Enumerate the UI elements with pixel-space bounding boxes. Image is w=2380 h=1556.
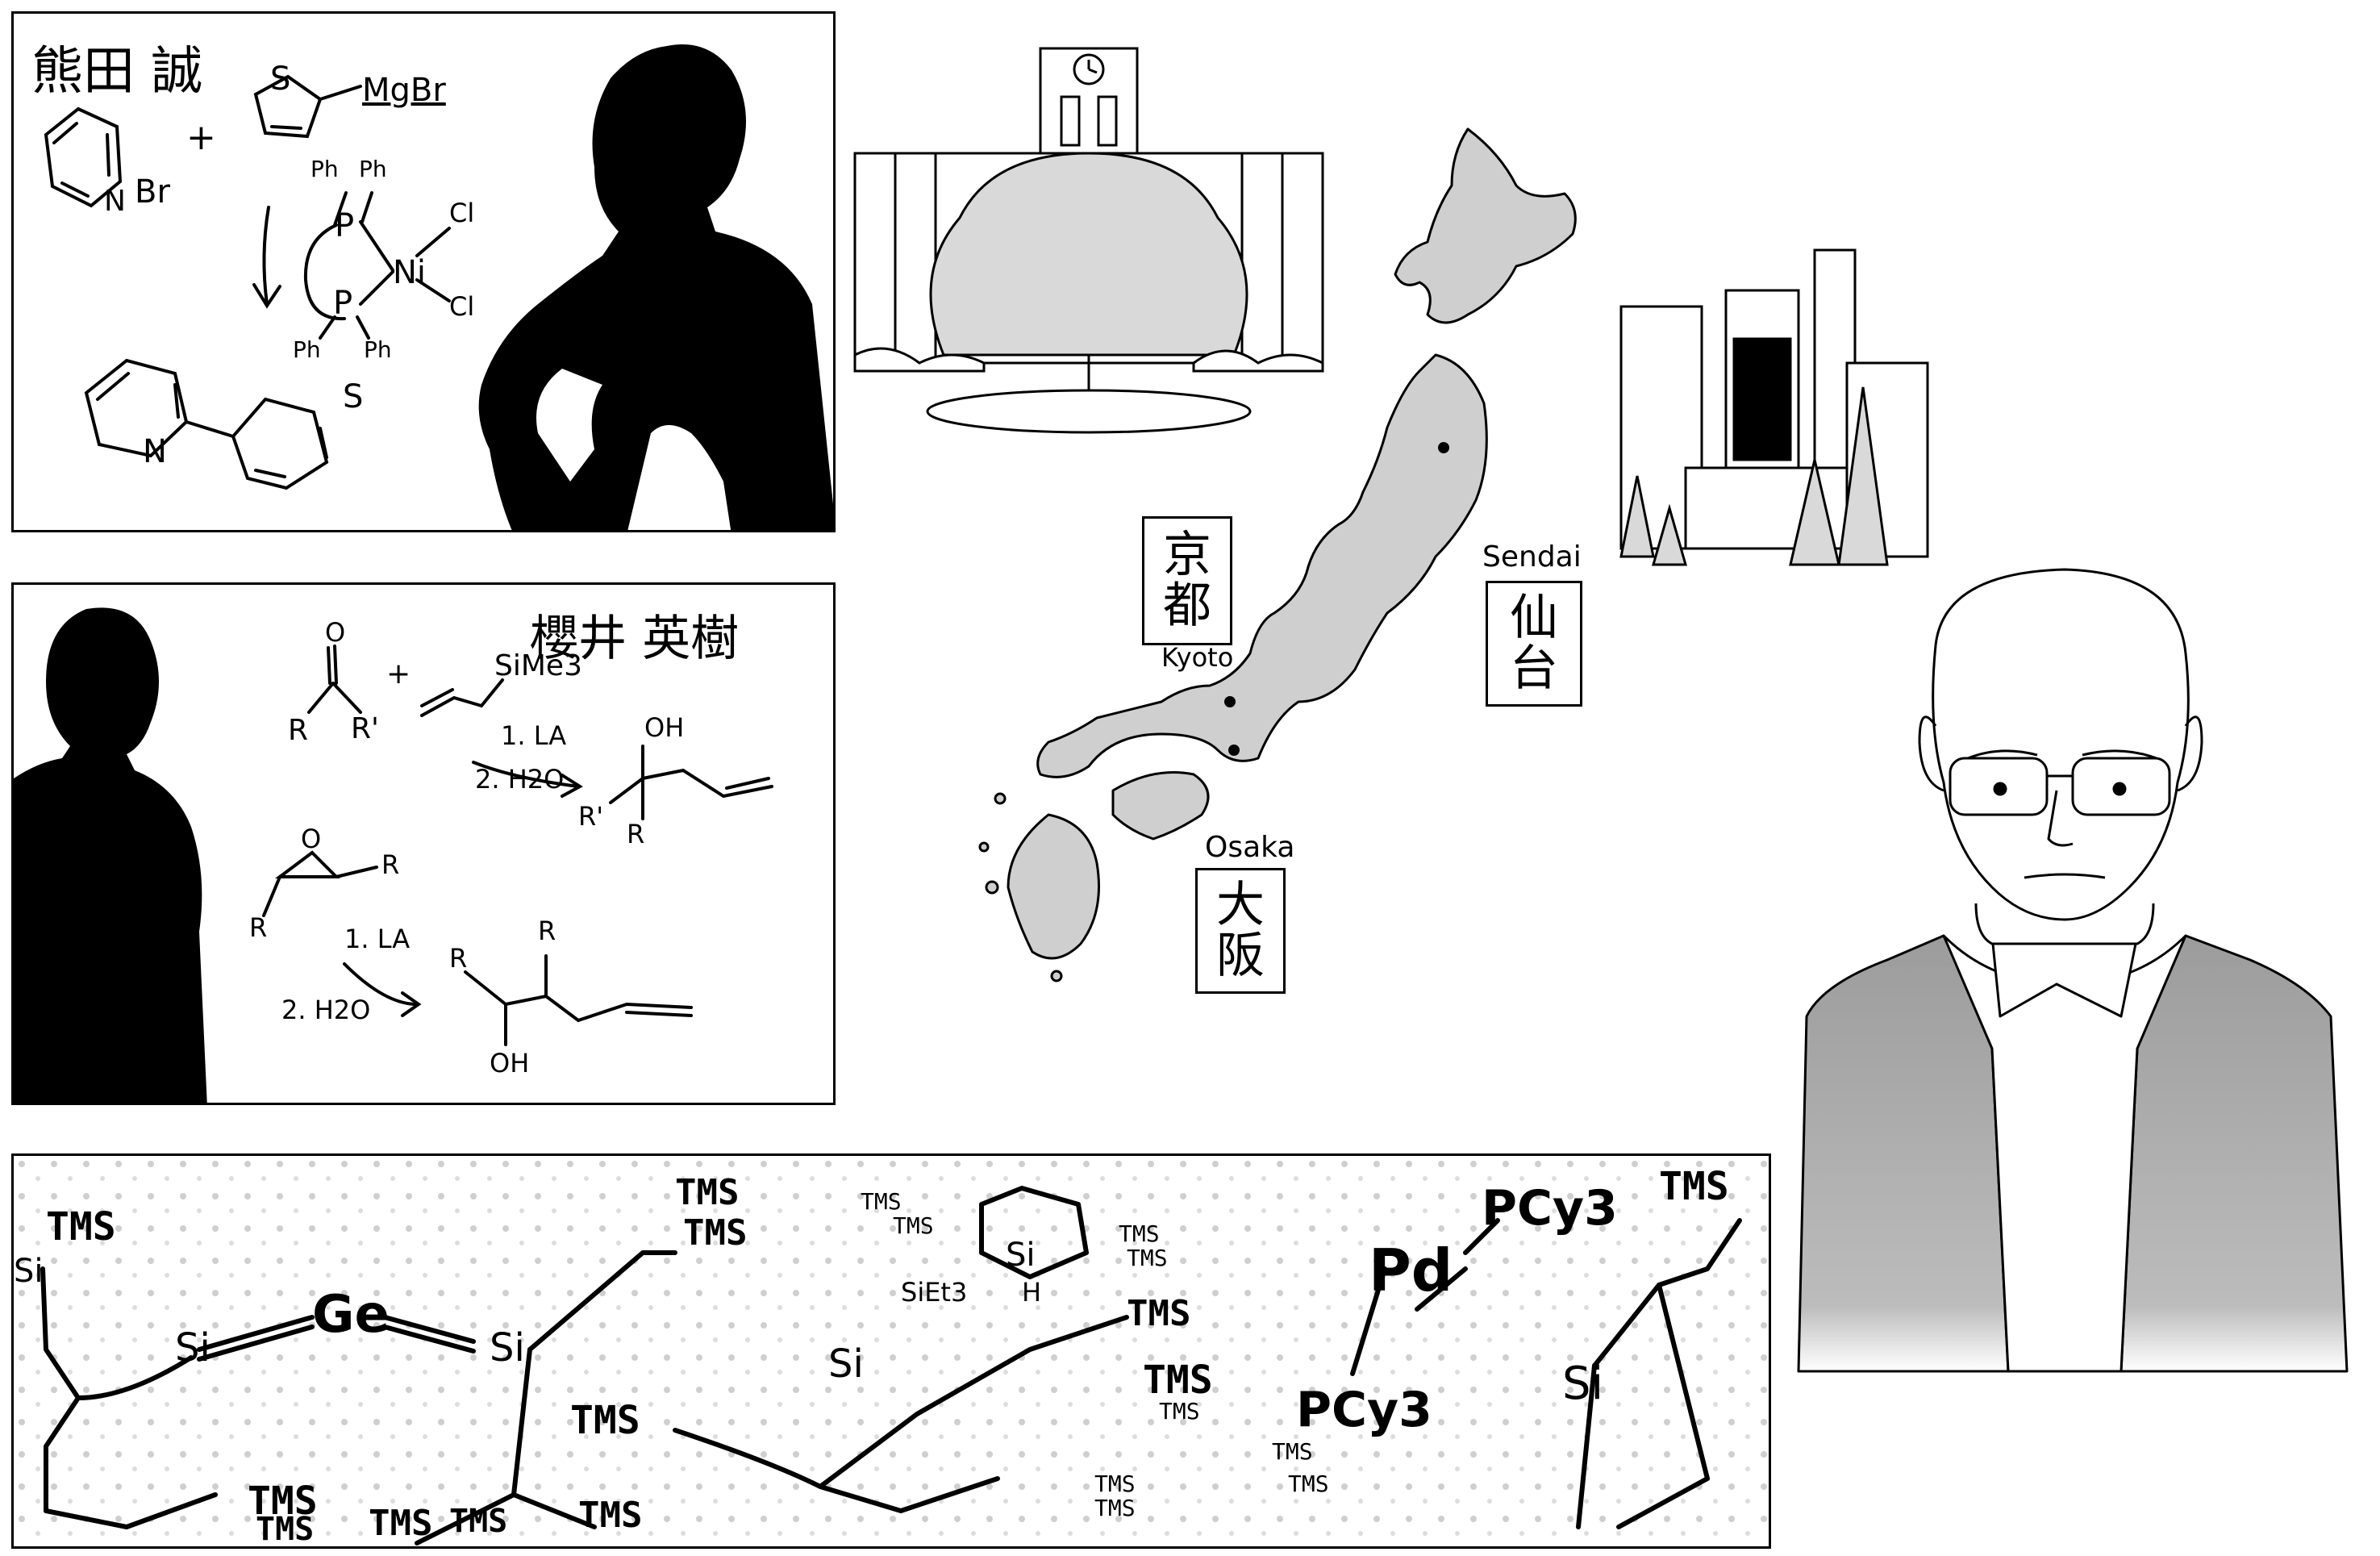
silicon-label: Si	[14, 1253, 44, 1290]
silicon-label: Si	[1006, 1237, 1036, 1274]
tms-label: TMS	[1094, 1495, 1136, 1521]
pyridine-br-label: Br	[135, 173, 170, 211]
product-r-prime-label: R'	[578, 801, 604, 832]
product-r-label: R	[627, 819, 645, 849]
pcy3-label: PCy3	[1482, 1180, 1618, 1237]
product2-r-label: R	[538, 916, 556, 946]
phenyl-label: Ph	[311, 156, 339, 182]
kyoto-kanji: 京	[1163, 527, 1211, 583]
plus-sign: +	[186, 117, 216, 158]
tms-label: TMS	[1127, 1245, 1168, 1271]
plus-sign: +	[386, 657, 411, 690]
tohoku-university-building-illustration	[1619, 248, 1929, 566]
sendai-roman-label: Sendai	[1482, 540, 1582, 574]
lewis-acid-step: 1. LA	[344, 924, 411, 954]
tms-label: TMS	[256, 1511, 315, 1548]
tms-label: TMS	[46, 1204, 116, 1249]
chloride-label: Cl	[449, 291, 475, 322]
epoxide-o-label: O	[301, 824, 322, 854]
chloride-label: Cl	[449, 198, 475, 228]
epoxide-r-label: R	[249, 912, 268, 943]
tms-label: TMS	[1094, 1470, 1136, 1497]
tms-label: TMS	[369, 1503, 433, 1544]
epoxide-r-label: R	[381, 849, 400, 880]
tms-label: TMS	[893, 1212, 934, 1239]
tms-label: TMS	[1272, 1438, 1313, 1465]
silicon-label: Si	[828, 1341, 864, 1387]
tms-label: TMS	[1119, 1220, 1160, 1247]
tms-label: TMS	[861, 1188, 902, 1215]
phenyl-label: Ph	[293, 336, 321, 363]
tms-label: TMS	[248, 1479, 318, 1524]
thiophene-s-label: S	[270, 60, 291, 98]
tms-label: TMS	[1127, 1293, 1191, 1334]
bromopyridine-structure	[44, 74, 451, 490]
hydrogen-label: H	[1022, 1277, 1042, 1308]
sendai-kanji: 仙	[1510, 590, 1558, 646]
osaka-kanji: 阪	[1216, 928, 1265, 984]
pyridine-n-label: N	[104, 185, 126, 218]
phosphorus-label: P	[333, 285, 353, 322]
kyoto-label: 京 都	[1142, 516, 1232, 645]
product2-r-label: R	[449, 943, 468, 974]
water-step: 2. H2O	[281, 995, 371, 1025]
tms-label: TMS	[578, 1495, 643, 1536]
panel-silicon-chemistry: TMS TMS TMS TMS TMS TMS TMS TMS TMS TMS …	[11, 1153, 1771, 1549]
osaka-kanji: 大	[1216, 877, 1265, 933]
silane-label: SiMe3	[494, 649, 582, 682]
pcy3-label: PCy3	[1296, 1382, 1432, 1438]
tms-label: TMS	[1288, 1470, 1329, 1497]
screentone-background	[14, 1156, 1769, 1546]
osaka-label: 大 阪	[1195, 868, 1286, 994]
tms-label: TMS	[683, 1212, 748, 1254]
silicon-structures	[40, 1186, 1742, 1546]
silicon-label: Si	[490, 1325, 525, 1370]
phosphorus-label: P	[335, 207, 355, 244]
product-oh-label: OH	[644, 712, 685, 743]
sakurai-reaction-scheme	[262, 645, 773, 1046]
silicon-label: Si	[1562, 1358, 1604, 1410]
palladium-label: Pd	[1369, 1237, 1453, 1304]
japan-map	[978, 127, 1577, 982]
sendai-kanji: 台	[1510, 640, 1558, 697]
carbonyl-r-label: R	[288, 714, 309, 747]
sendai-label: 仙 台	[1486, 581, 1582, 707]
product-n-label: N	[143, 433, 167, 470]
tms-label: TMS	[1143, 1358, 1213, 1403]
water-step: 2. H2O	[475, 764, 565, 795]
kyoto-roman-label: Kyoto	[1161, 642, 1234, 673]
kyoto-kanji: 都	[1163, 578, 1211, 634]
silhouette-figure	[14, 607, 207, 1103]
carbonyl-r-prime-label: R'	[351, 712, 379, 745]
osaka-roman-label: Osaka	[1205, 831, 1295, 864]
silicon-label: Si	[175, 1325, 210, 1370]
triethylsilyl-label: SiEt3	[901, 1277, 968, 1308]
phenyl-label: Ph	[359, 156, 387, 182]
sakurai-name: 櫻井 英樹	[530, 611, 740, 667]
silhouette-figure	[478, 44, 833, 530]
germanium-label: Ge	[312, 1285, 390, 1345]
lewis-acid-step: 1. LA	[501, 720, 567, 751]
panel-kumada: 熊田 誠	[11, 11, 836, 532]
portrait-illustration	[1797, 568, 2349, 1373]
tms-label: TMS	[570, 1398, 640, 1443]
tms-label: TMS	[675, 1172, 740, 1213]
nickel-label: Ni	[393, 254, 427, 291]
tms-label: TMS	[449, 1503, 508, 1540]
product-s-label: S	[343, 378, 364, 415]
tms-label: TMS	[1159, 1398, 1200, 1425]
tms-label: TMS	[1659, 1164, 1729, 1209]
product2-oh-label: OH	[490, 1048, 530, 1078]
carbonyl-o-label: O	[325, 617, 346, 648]
kyoto-university-clocktower-illustration	[853, 47, 1324, 434]
phenyl-label: Ph	[364, 336, 392, 363]
panel-sakurai: 櫻井 英樹	[11, 582, 836, 1105]
mgbr-label: MgBr	[362, 72, 446, 109]
kumada-name: 熊田 誠	[31, 42, 203, 102]
